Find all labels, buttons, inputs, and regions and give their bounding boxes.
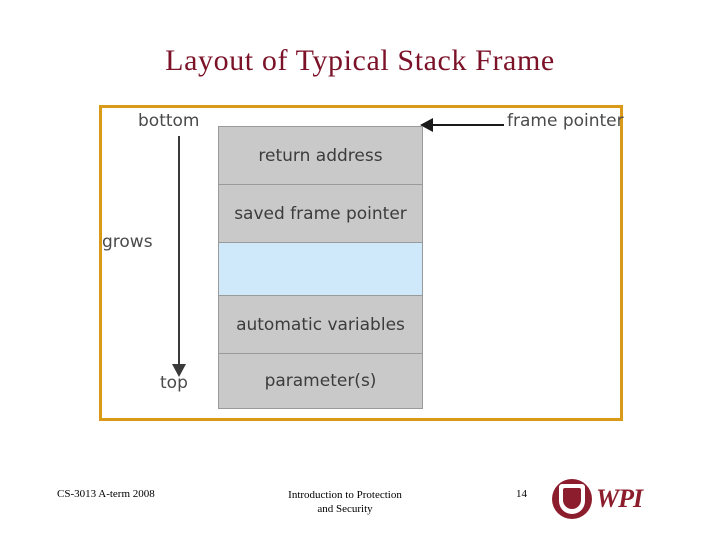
footer-topic: Introduction to Protection and Security — [240, 488, 450, 516]
stack-cell-highlight — [218, 242, 423, 295]
left-arrow-icon — [420, 118, 504, 132]
wpi-logo-text: WPI — [596, 484, 643, 513]
footer-topic-line2: and Security — [317, 503, 373, 515]
stack-cell-parameters: parameter(s) — [218, 353, 423, 409]
footer-course: CS-3013 A-term 2008 — [57, 488, 155, 500]
footer-topic-line1: Introduction to Protection — [288, 489, 402, 501]
label-grows: grows — [102, 232, 153, 252]
stack-frame-diagram: bottom grows top frame pointer return ad… — [99, 105, 624, 421]
stack-cell-return-address: return address — [218, 126, 423, 184]
wpi-seal-icon — [552, 479, 592, 519]
wpi-logo: WPI — [552, 478, 648, 520]
stack-cell-automatic-variables: automatic variables — [218, 295, 423, 353]
label-frame-pointer: frame pointer — [507, 111, 624, 131]
page-title: Layout of Typical Stack Frame — [165, 44, 555, 77]
slide-number: 14 — [516, 488, 527, 500]
stack-cells: return address saved frame pointer autom… — [218, 126, 423, 409]
down-arrow-icon — [172, 136, 186, 377]
label-bottom: bottom — [138, 111, 200, 131]
stack-cell-saved-frame-pointer: saved frame pointer — [218, 184, 423, 242]
label-top: top — [160, 373, 188, 393]
